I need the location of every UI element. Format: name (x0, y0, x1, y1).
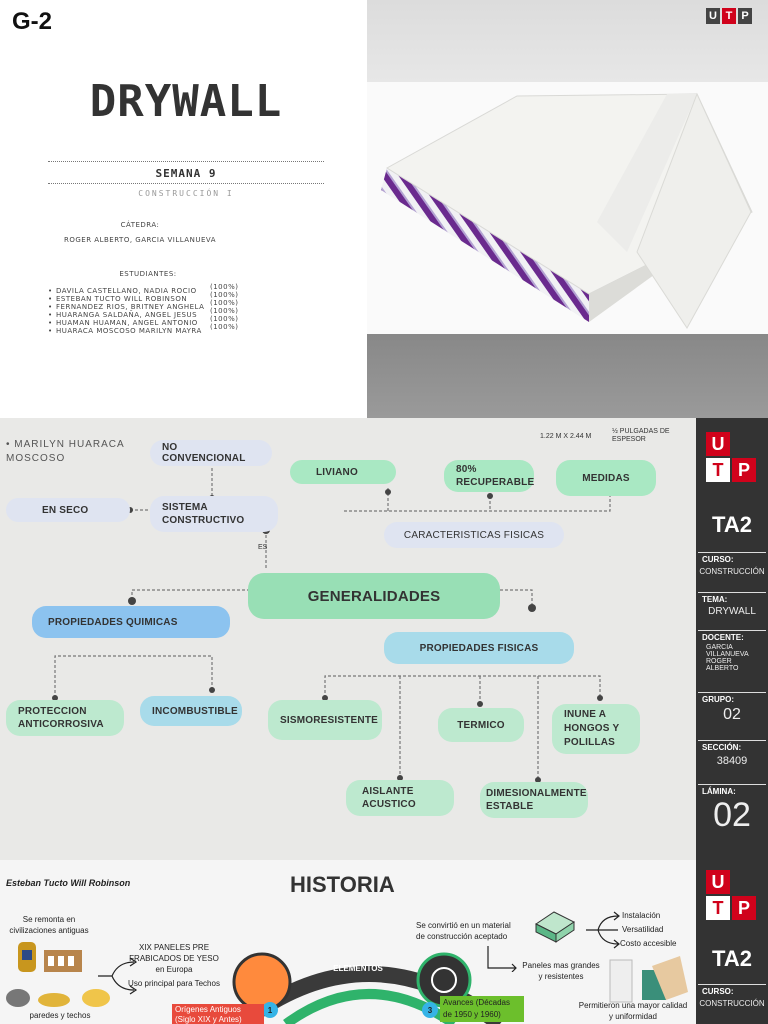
node-sistema-constructivo: SISTEMA CONSTRUCTIVO (150, 496, 278, 532)
ta-label: TA2 (712, 512, 752, 537)
elementos-label: ELEMENTOS (333, 964, 383, 973)
node-propiedades-quimicas: PROPIEDADES QUIMICAS (32, 606, 230, 638)
node-termico: TERMICO (438, 708, 524, 742)
curso-section: CURSO: CONSTRUCCIÓN (698, 984, 766, 1008)
text-antiguas: Se remonta en civilizaciones antiguas (9, 915, 89, 935)
historia-section: Esteban Tucto Will Robinson HISTORIA Se … (0, 860, 696, 1024)
list-versatilidad: Versatilidad (622, 925, 664, 934)
text-material-aceptado: Se convirtió en un material de construcc… (416, 921, 511, 941)
student-item: ESTEBAN TUCTO WILL ROBINSON(100%) (48, 291, 238, 303)
node-medidas: MEDIDAS (556, 460, 656, 496)
curso-section: CURSO: CONSTRUCCIÓN (698, 552, 766, 576)
es-label: ES (258, 544, 268, 551)
list-instalacion: Instalación (622, 911, 661, 920)
chair-name: ROGER ALBERTO, GARCIA VILLANUEVA (63, 236, 217, 244)
student-item: HUARACA MOSCOSO MARILYN MAYRA(100%) (48, 323, 238, 335)
text-paneles-grandes: Paneles mas grandes y resistentes (522, 961, 600, 981)
course-label: CONSTRUCCIÓN I (138, 189, 234, 198)
thickness-label: ½ PULGADAS DE ESPESOR (612, 428, 670, 443)
arrow-icon (487, 946, 517, 972)
historia-author: Esteban Tucto Will Robinson (6, 878, 131, 888)
seccion-section: SECCIÓN: 38409 (698, 740, 766, 767)
text-calidad: Permitieron una mayor calidad y uniformi… (578, 1001, 688, 1021)
ta-label: TA2 (712, 946, 752, 971)
lamina-section: LÁMINA: 02 (698, 784, 766, 835)
student-item: DAVILA CASTELLANO, NADIA ROCIO(100%) (48, 283, 238, 295)
avances-badge: Avances (Décadas de 1950 y 1960) (440, 996, 524, 1022)
mind-map: • MARILYN HUARACA MOSCOSO NO CONVENCIONA… (0, 418, 696, 860)
node-proteccion-anticorrosiva: PROTECCION ANTICORROSIVA (6, 700, 124, 736)
student-item: FERNANDEZ RIOS, BRITNEY ANGHELA(100%) (48, 299, 238, 311)
node-sismoresistente: SISMORESISTENTE (268, 700, 382, 740)
student-item: HUAMAN HUAMAN, ANGEL ANTONIO(100%) (48, 315, 238, 327)
ancient-icons (14, 940, 84, 974)
node-dimensionalmente-estable: DIMESIONALMENTE ESTABLE (480, 782, 588, 818)
divider-dotted (48, 183, 324, 184)
panel-stack-icon (535, 911, 575, 943)
dim-label: 1.22 M X 2.44 M (540, 433, 592, 440)
node-incombustible: INCOMBUSTIBLE (140, 696, 242, 726)
cover-title: DRYWALL (89, 76, 283, 127)
chair-label: CÁTEDRA: (120, 221, 160, 229)
text-paredes: paredes y techos (29, 1011, 91, 1020)
origenes-badge: Orígenes Antiguos (Siglo XIX y Antes) (172, 1004, 264, 1024)
group-label: G-2 (12, 8, 53, 35)
grupo-section: GRUPO: 02 (698, 692, 766, 724)
node-liviano: LIVIANO (290, 460, 396, 484)
plaster-icons (4, 984, 112, 1008)
node-aislante-acustico: AISLANTE ACUSTICO (346, 780, 454, 816)
node-inune-hongos: INUNE A HONGOS Y POLILLAS (552, 704, 640, 754)
tema-section: TEMA: DRYWALL (698, 592, 766, 617)
historia-title: HISTORIA (290, 872, 395, 897)
node-80-recuperable: 80% RECUPERABLE (444, 460, 534, 492)
drywall-board-illustration (381, 92, 753, 329)
node-generalidades: GENERALIDADES (248, 573, 500, 619)
node-no-convencional: NO CONVENCIONAL (150, 440, 272, 466)
docente-section: DOCENTE: GARCIA VILLANUEVA ROGER ALBERTO (698, 630, 766, 672)
cover-page: G-2 DRYWALL SEMANA 9 CONSTRUCCIÓN I CÁTE… (0, 0, 768, 418)
timeline-number-1: 1 (267, 1006, 273, 1015)
install-illustration (609, 956, 688, 1003)
branch-arrows (586, 911, 620, 949)
node-en-seco: EN SECO (6, 498, 130, 522)
student-item: HUARANGA SALDAÑA, ANGEL JESUS(100%) (48, 307, 238, 319)
text-paneles-europa: XIX PANELES PRE FRABICADOS DE YESO en Eu… (129, 943, 219, 974)
branch-arrows (98, 957, 138, 995)
students-label: ESTUDIANTES: (119, 270, 177, 278)
week-label: SEMANA 9 (155, 167, 217, 180)
node-caracteristicas-fisicas: CARACTERISTICAS FISICAS (384, 522, 564, 548)
divider-dotted (48, 161, 324, 162)
list-costo: Costo accesible (620, 939, 677, 948)
node-propiedades-fisicas: PROPIEDADES FISICAS (384, 632, 574, 664)
students-list: DAVILA CASTELLANO, NADIA ROCIO(100%) EST… (48, 283, 238, 335)
timeline-number-3: 3 (427, 1006, 433, 1015)
text-techos: Uso principal para Techos (128, 979, 220, 988)
map-author: • MARILYN HUARACA MOSCOSO (6, 439, 125, 464)
